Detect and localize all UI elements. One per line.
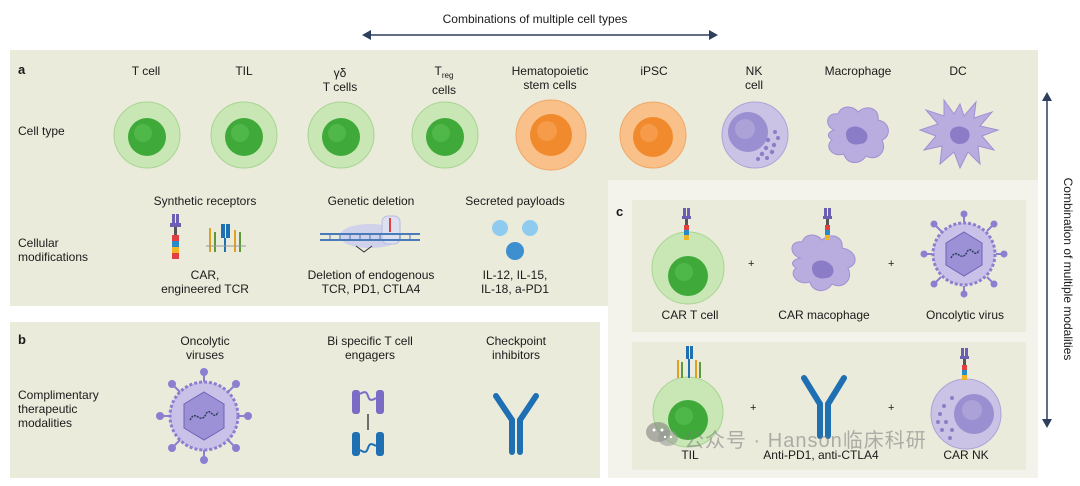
row-label-cell-type: Cell type <box>18 124 65 138</box>
tcr-receptor-icon <box>206 224 246 252</box>
top-double-arrow <box>362 30 718 40</box>
c-label-til: TIL <box>681 448 699 462</box>
plus-sign: + <box>888 258 895 270</box>
plus-sign: + <box>750 402 757 414</box>
title-oncolytic-viruses: Oncolytic viruses <box>180 334 230 362</box>
crispr-deletion-icon <box>320 215 420 253</box>
row-label-complimentary: Complimentary therapeutic modalities <box>18 388 99 430</box>
oncolytic-virus-c-icon <box>920 210 1008 298</box>
cell-label-dc: DC <box>949 64 967 78</box>
checkpoint-antibody-icon <box>493 393 539 455</box>
panel-b-label: b <box>18 332 26 347</box>
mod-caption-payloads: IL-12, IL-15, IL-18, a-PD1 <box>480 268 550 296</box>
cell-label-hematopoietic: Hematopoietic stem cells <box>511 64 589 92</box>
treg-cell-icon <box>411 101 479 169</box>
car-macrophage-icon <box>791 208 856 291</box>
til-c-icon <box>652 346 724 448</box>
car-nk-icon <box>930 348 1002 450</box>
macrophage-icon <box>827 106 889 163</box>
secreted-payload-icon <box>492 220 538 260</box>
mod-title-secreted-payloads: Secreted payloads <box>465 194 565 208</box>
cell-label-t-cell: T cell <box>131 64 161 78</box>
plus-sign: + <box>888 402 895 414</box>
treg-sub: reg <box>441 71 454 80</box>
cell-label-macrophage: Macrophage <box>824 64 892 78</box>
wechat-logo-icon <box>646 422 678 446</box>
plus-sign: + <box>748 258 755 270</box>
mod-title-synthetic-receptors: Synthetic receptors <box>153 194 257 208</box>
anti-pd1-antibody-icon <box>801 375 847 439</box>
cell-label-til: TIL <box>235 64 253 78</box>
oncolytic-virus-icon <box>156 368 252 464</box>
car-receptor-icon <box>170 214 181 259</box>
top-header: Combinations of multiple cell types <box>442 12 628 26</box>
c-label-car-nk: CAR NK <box>943 448 989 462</box>
panel-c-label: c <box>616 204 624 219</box>
panel-a-label: a <box>18 62 26 77</box>
c-label-oncolytic-virus: Oncolytic virus <box>925 308 1005 322</box>
title-checkpoint-inhibitors: Checkpoint inhibitors <box>485 334 547 362</box>
right-header: Combination of multiple modalities <box>1061 177 1075 361</box>
watermark-text: 公众号 · Hanson临床科研 <box>684 430 927 452</box>
c-label-car-t-cell: CAR T cell <box>661 308 719 322</box>
gd-t-cell-icon <box>307 101 375 169</box>
mod-caption-deletion: Deletion of endogenous TCR, PD1, CTLA4 <box>307 268 435 296</box>
cell-label-ipsc: iPSC <box>640 64 668 78</box>
mod-caption-car-tcr: CAR, engineered TCR <box>161 268 249 296</box>
hematopoietic-stem-cell-icon <box>515 99 587 171</box>
nk-cell-icon <box>721 101 789 169</box>
treg-line2: cells <box>431 83 456 97</box>
til-icon <box>210 101 278 169</box>
car-t-cell-icon <box>651 208 725 305</box>
cell-label-nk: NK cell <box>744 64 763 92</box>
c-label-anti-pd1: Anti-PD1, anti-CTLA4 <box>763 448 879 462</box>
right-double-arrow <box>1042 92 1052 428</box>
c-label-car-macrophage: CAR macophage <box>778 308 870 322</box>
dc-icon <box>918 98 1000 170</box>
treg-main: T <box>434 64 442 78</box>
cell-label-treg-cells: Treg cells <box>404 64 484 97</box>
cell-label-gd-t-cells: γδ T cells <box>322 66 358 94</box>
t-cell-icon <box>113 101 181 169</box>
row-label-cellular-modifications: Cellular modifications <box>18 236 89 264</box>
title-bispecific-engagers: Bi specific T cell engagers <box>327 334 413 362</box>
bispecific-engager-icon <box>352 390 384 456</box>
mod-title-genetic-deletion: Genetic deletion <box>327 194 415 208</box>
ipsc-icon <box>619 101 687 169</box>
